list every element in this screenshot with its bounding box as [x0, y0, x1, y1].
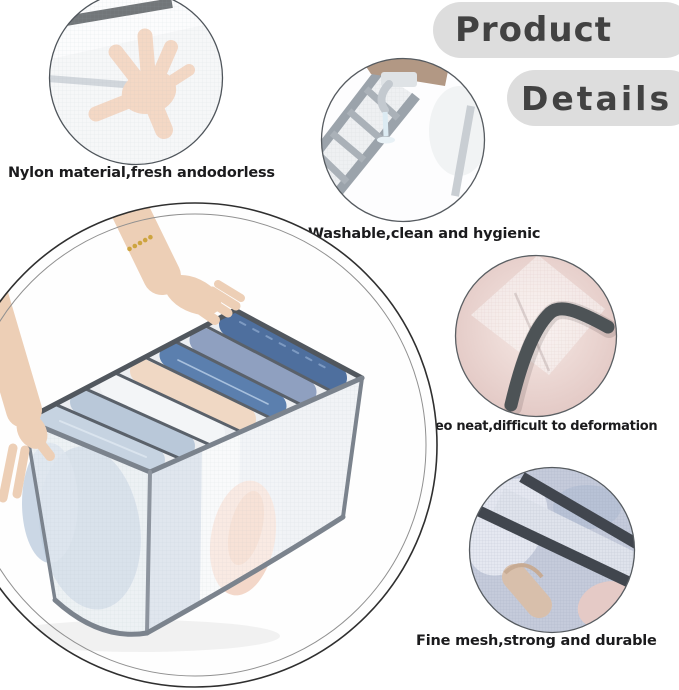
product-title-text: Product — [455, 10, 612, 50]
box-front-face — [147, 378, 362, 633]
counter-top — [359, 58, 451, 86]
box-left-face — [22, 420, 150, 635]
product-title-pill: Product — [433, 2, 679, 58]
edge-bindings — [23, 376, 364, 637]
rolled-cloth — [502, 564, 552, 618]
left-hand — [0, 270, 55, 503]
details-title-text: Details — [521, 78, 673, 118]
stereo-caption: stereo neat,difficult to deformation — [407, 419, 658, 434]
details-title-pill: Details — [507, 70, 679, 126]
photo-border — [48, 0, 224, 166]
binding-strip — [504, 302, 615, 412]
mesh-texture — [471, 255, 605, 375]
nylon-material-photo — [48, 0, 224, 166]
main-product-photo — [0, 202, 438, 688]
water-stream — [382, 111, 389, 137]
washable-caption: Washable,clean and hygienic — [308, 226, 541, 242]
clothes-rolls — [40, 311, 347, 472]
water-splash — [377, 136, 395, 144]
faucet-spout — [377, 80, 393, 114]
washable-photo — [320, 57, 486, 223]
stereo-neat-photo — [454, 254, 618, 418]
photo-border — [468, 466, 636, 634]
trim-strip-back — [519, 472, 635, 556]
organizer-edge-right — [451, 105, 475, 197]
photo-border — [454, 254, 618, 418]
photo-border — [320, 57, 486, 223]
mesh-texture — [49, 0, 223, 165]
fine-mesh-photo — [468, 466, 636, 634]
trim-strip-front — [474, 505, 635, 590]
divider-rails — [54, 324, 333, 460]
gold-bracelet — [127, 234, 153, 252]
nylon-caption: Nylon material,fresh andodorless — [8, 165, 275, 181]
fine-mesh-caption: Fine mesh,strong and durable — [416, 633, 657, 649]
cloth-fold-line — [503, 563, 544, 579]
